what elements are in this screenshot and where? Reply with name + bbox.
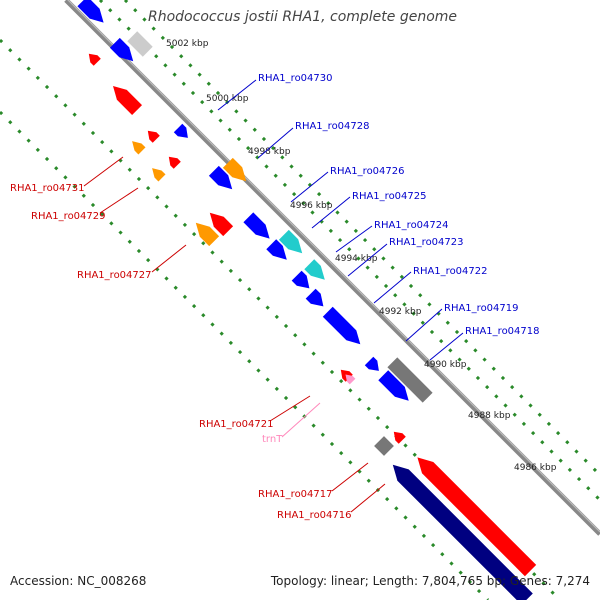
gene-label-reverse: RHA1_ro04717: [258, 489, 333, 500]
forward-gene-arrow: [77, 0, 104, 23]
forward-gene-arrow: [222, 157, 247, 182]
forward-gene-arrow: [109, 37, 134, 62]
forward-gene-arrow: [378, 370, 409, 401]
gene-label-forward: RHA1_ro04726: [330, 166, 405, 177]
accession-text: Accession: NC_008268: [10, 574, 147, 588]
gene-label-forward: RHA1_ro04718: [465, 326, 540, 337]
dna-backbone: [64, 0, 600, 536]
gene-label-reverse: RHA1_ro04721: [199, 419, 274, 430]
forward-gene-arrow: [322, 306, 361, 345]
gene-features: [77, 0, 537, 600]
gene-label-forward: RHA1_ro04728: [295, 121, 370, 132]
inner-right-dotted-line: [98, 0, 600, 502]
scale-tick-label: 4992 kbp: [379, 307, 422, 317]
scale-tick-label: 5002 kbp: [166, 39, 209, 49]
gene-label-reverse: RHA1_ro04729: [31, 211, 106, 222]
gene-label-forward: RHA1_ro04723: [389, 237, 464, 248]
scale-tick-label: 4988 kbp: [468, 411, 511, 421]
reverse-gene-arrow: [113, 86, 142, 115]
pseudogene-bar: [127, 31, 153, 57]
reverse-gene-arrow: [88, 53, 101, 66]
dna-backbone-highlight: [67, 0, 600, 533]
genome-summary-text: Topology: linear; Length: 7,804,765 bp; …: [270, 574, 590, 588]
forward-gene-arrow: [173, 123, 188, 138]
pseudogene-bar: [387, 357, 433, 403]
scale-tick-label: 5000 kbp: [206, 94, 249, 104]
reverse-gene-arrow: [392, 464, 533, 600]
reverse-callout-lines: [83, 156, 386, 513]
gene-label-reverse: RHA1_ro04716: [277, 510, 352, 521]
forward-gene-arrow: [304, 259, 325, 280]
reverse-gene-arrow: [132, 141, 146, 155]
reverse-gene-arrow: [195, 222, 220, 247]
scale-tick-label: 4994 kbp: [335, 254, 378, 264]
reverse-gene-arrow: [209, 212, 234, 237]
forward-gene-arrow: [208, 165, 233, 190]
reverse-gene-arrow: [393, 431, 406, 444]
outer-left-dotted-line: [0, 38, 562, 600]
forward-callout-lines: [217, 79, 464, 361]
forward-gene-arrow: [243, 212, 270, 239]
scale-tick-label: 4998 kbp: [248, 147, 291, 157]
reverse-gene-arrow: [417, 457, 537, 577]
gene-label-forward: RHA1_ro04722: [413, 266, 488, 277]
gene-label-forward: RHA1_ro04724: [374, 220, 449, 231]
reverse-gene-arrow: [152, 168, 166, 182]
trna-label: trnT: [262, 434, 283, 445]
scale-tick-label: 4990 kbp: [424, 360, 467, 370]
gene-label-reverse: RHA1_ro04731: [10, 183, 85, 194]
outer-right-dotted-line: [123, 0, 600, 477]
forward-gene-arrow: [291, 270, 310, 289]
forward-gene-arrow: [278, 229, 303, 254]
forward-gene-arrow: [364, 356, 379, 371]
scale-tick-label: 4986 kbp: [514, 463, 557, 473]
gene-label-forward: RHA1_ro04725: [352, 191, 427, 202]
gene-label-forward: RHA1_ro04730: [258, 73, 333, 84]
scale-tick-label: 4996 kbp: [290, 201, 333, 211]
reverse-gene-arrow: [168, 156, 181, 169]
genome-title: Rhodococcus jostii RHA1, complete genome: [148, 9, 458, 25]
gene-label-reverse: RHA1_ro04727: [77, 270, 152, 281]
trna-callout-line: [281, 402, 321, 438]
forward-gene-arrow: [266, 239, 287, 260]
trna-arrow: [345, 374, 356, 385]
gene-label-forward: RHA1_ro04719: [444, 303, 519, 314]
pseudogene-bar: [374, 436, 394, 456]
reverse-gene-arrow: [147, 130, 160, 143]
forward-gene-arrow: [305, 288, 324, 307]
